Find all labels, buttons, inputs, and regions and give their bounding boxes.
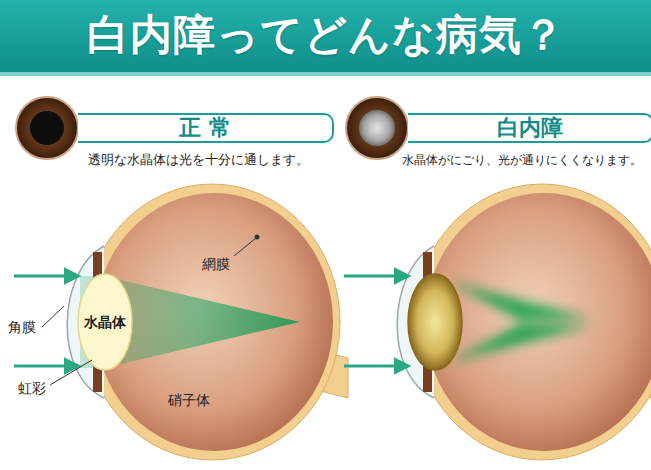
- part-label: 虹彩: [18, 380, 46, 396]
- part-label: 角膜: [8, 319, 36, 335]
- part-label: 硝子体: [168, 392, 210, 408]
- box-heading: 白内障: [408, 115, 651, 141]
- label-box: 白内障水晶体がにごり、光が通りにくくなります。: [408, 113, 651, 143]
- part-label: 網膜: [202, 256, 230, 272]
- page-title: 白内障ってどんな病気？: [0, 0, 651, 70]
- label-box: 正 常透明な水晶体は光を十分に通します。: [78, 113, 334, 143]
- box-description: 透明な水晶体は光を十分に通します。: [88, 152, 309, 168]
- box-heading: 正 常: [78, 115, 332, 141]
- box-description: 水晶体がにごり、光が通りにくくなります。: [402, 152, 642, 168]
- part-label: 水晶体: [84, 314, 126, 330]
